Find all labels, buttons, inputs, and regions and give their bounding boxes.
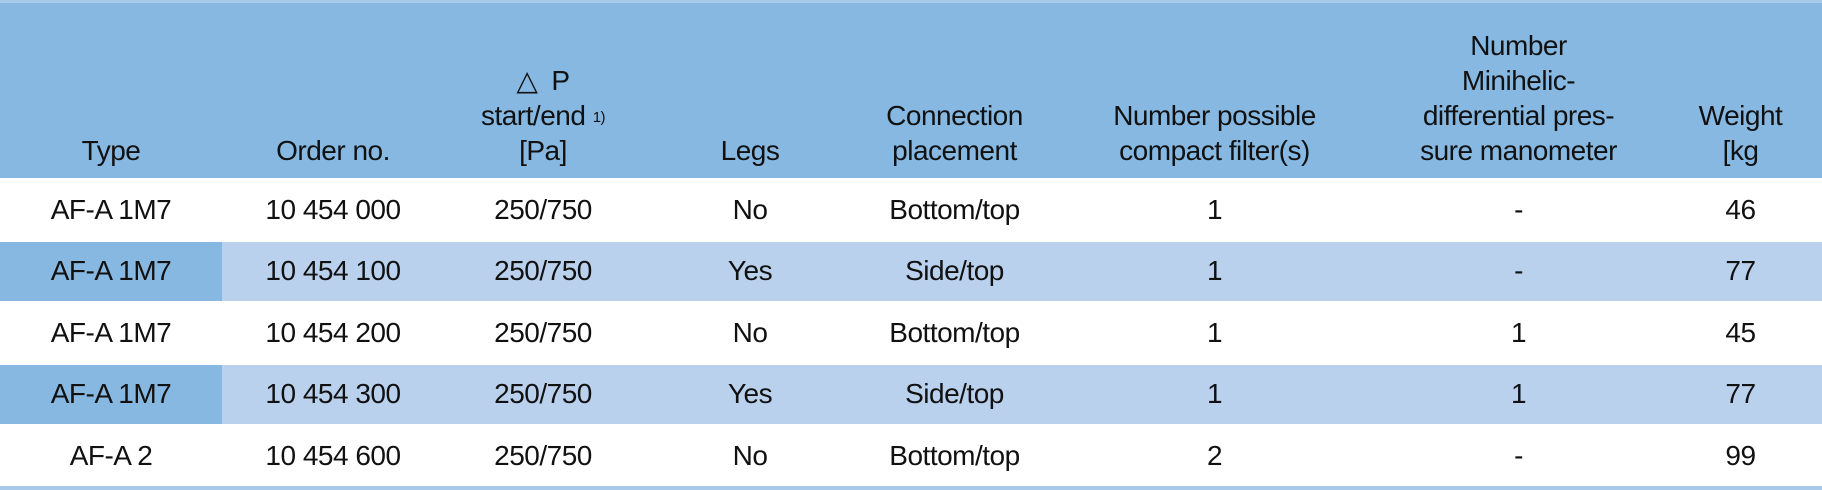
cell-filters: 2 <box>1051 424 1378 488</box>
cell-conn: Bottom/top <box>858 178 1051 241</box>
header-minihelic-line4: sure manometer <box>1420 135 1617 166</box>
header-order: Order no. <box>222 1 444 179</box>
header-type-label: Type <box>81 135 141 166</box>
cell-filters: 1 <box>1051 362 1378 425</box>
cell-mini: - <box>1378 239 1659 302</box>
header-order-label: Order no. <box>276 135 390 166</box>
header-filters-line2: compact filter(s) <box>1119 135 1310 166</box>
header-minihelic-line3: differential pres- <box>1422 100 1615 131</box>
cell-mini: 1 <box>1378 301 1659 364</box>
cell-mini: - <box>1378 424 1659 488</box>
cell-weight: 77 <box>1659 239 1822 302</box>
header-pressure-line2: start/end <box>480 100 586 131</box>
header-type: Type <box>0 1 222 179</box>
cell-mini: 1 <box>1378 362 1659 425</box>
cell-order: 10 454 000 <box>222 178 444 241</box>
cell-weight: 77 <box>1659 362 1822 425</box>
cell-legs: No <box>642 424 858 488</box>
header-filters-line1: Number possible <box>1113 100 1316 131</box>
header-weight-line2: [kg <box>1722 135 1759 166</box>
cell-type: AF-A 1M7 <box>0 178 222 241</box>
cell-legs: No <box>642 178 858 241</box>
delta-icon: △ <box>516 65 538 96</box>
header-pressure-unit: [Pa] <box>519 135 567 166</box>
cell-weight: 45 <box>1659 301 1822 364</box>
header-connection-line1: Connection <box>886 100 1023 131</box>
cell-conn: Side/top <box>858 362 1051 425</box>
cell-filters: 1 <box>1051 301 1378 364</box>
header-legs-label: Legs <box>720 135 780 166</box>
cell-type: AF-A 1M7 <box>0 362 222 425</box>
cell-order: 10 454 200 <box>222 301 444 364</box>
header-minihelic-line2: Minihelic- <box>1461 65 1576 96</box>
cell-legs: Yes <box>642 362 858 425</box>
cell-conn: Side/top <box>858 239 1051 302</box>
cell-conn: Bottom/top <box>858 424 1051 488</box>
header-connection: Connection placement <box>858 1 1051 179</box>
cell-type: AF-A 1M7 <box>0 239 222 302</box>
cell-weight: 46 <box>1659 178 1822 241</box>
cell-type: AF-A 1M7 <box>0 301 222 364</box>
footnote-marker: 1) <box>592 109 606 126</box>
cell-order: 10 454 600 <box>222 424 444 488</box>
cell-legs: No <box>642 301 858 364</box>
header-pressure: △ P start/end 1) [Pa] <box>444 1 642 179</box>
header-connection-line2: placement <box>892 135 1017 166</box>
header-pressure-p: P <box>551 65 570 96</box>
cell-dp: 250/750 <box>444 178 642 241</box>
cell-type: AF-A 2 <box>0 424 222 488</box>
header-row: Type Order no. △ P start/end 1) [Pa] Legs… <box>0 1 1822 179</box>
cell-order: 10 454 100 <box>222 239 444 302</box>
cell-conn: Bottom/top <box>858 301 1051 364</box>
cell-dp: 250/750 <box>444 301 642 364</box>
header-legs: Legs <box>642 1 858 179</box>
cell-filters: 1 <box>1051 178 1378 241</box>
header-weight-line1: Weight <box>1698 100 1783 131</box>
cell-dp: 250/750 <box>444 362 642 425</box>
cell-dp: 250/750 <box>444 424 642 488</box>
cell-dp: 250/750 <box>444 239 642 302</box>
cell-legs: Yes <box>642 239 858 302</box>
cell-mini: - <box>1378 178 1659 241</box>
cell-weight: 99 <box>1659 424 1822 488</box>
header-weight: Weight [kg <box>1659 1 1822 179</box>
header-filters: Number possible compact filter(s) <box>1051 1 1378 179</box>
header-minihelic-line1: Number <box>1470 30 1567 61</box>
cell-filters: 1 <box>1051 239 1378 302</box>
cell-order: 10 454 300 <box>222 362 444 425</box>
